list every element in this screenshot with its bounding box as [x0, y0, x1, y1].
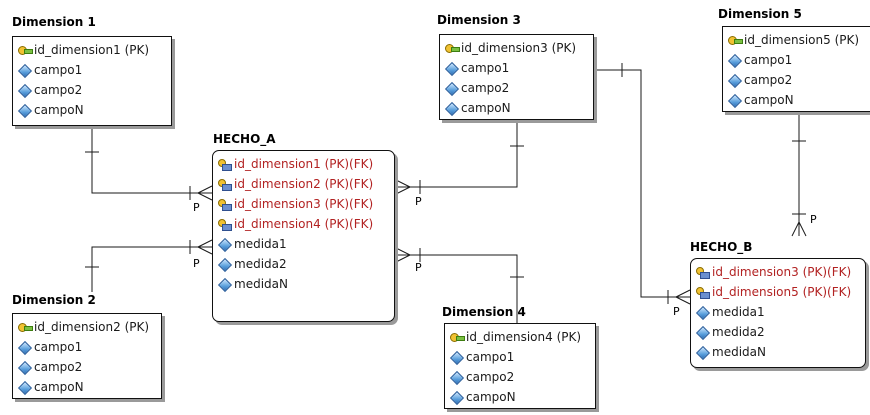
dimension1-row: campo1	[18, 60, 167, 80]
attribute-diamond-icon	[218, 278, 231, 291]
attribute-diamond-icon	[696, 306, 709, 319]
dimension1-row: campo2	[18, 80, 167, 100]
dimension5-row: campo2	[728, 70, 869, 90]
dimension5-row: id_dimension5 (PK)	[728, 30, 869, 50]
attribute-diamond-icon	[728, 74, 741, 87]
dimension4-row: id_dimension4 (PK)	[450, 327, 591, 347]
attribute-diamond-icon	[18, 341, 31, 354]
attribute-diamond-icon	[18, 381, 31, 394]
crowfoot-mark	[675, 289, 691, 298]
primary-key-icon	[18, 44, 33, 57]
hecho-a-row: id_dimension1 (PK)(FK)	[218, 154, 390, 174]
attribute-diamond-icon	[18, 84, 31, 97]
attribute-diamond-icon	[445, 102, 458, 115]
dimension4-row: campo2	[450, 367, 591, 387]
dimension1-title: Dimension 1	[12, 15, 96, 29]
relationship-p-label: P	[673, 305, 680, 318]
dimension2-entity[interactable]: id_dimension2 (PK) campo1 campo2 campoN	[12, 313, 162, 399]
primary-foreign-key-icon	[218, 218, 232, 231]
hecho-b-row: id_dimension3 (PK)(FK)	[696, 262, 861, 282]
dimension1-row: campoN	[18, 100, 167, 120]
hecho-b-title: HECHO_B	[690, 240, 753, 254]
crowfoot-mark	[798, 221, 807, 237]
hecho-b-entity[interactable]: id_dimension3 (PK)(FK) id_dimension5 (PK…	[690, 258, 866, 368]
hecho-a-row: id_dimension4 (PK)(FK)	[218, 214, 390, 234]
hecho-a-row: medida1	[218, 234, 390, 254]
dimension3-row: campo1	[445, 58, 589, 78]
attribute-diamond-icon	[696, 346, 709, 359]
attribute-diamond-icon	[218, 258, 231, 271]
dimension5-entity[interactable]: id_dimension5 (PK) campo1 campo2 campoN	[722, 26, 870, 112]
primary-foreign-key-icon	[696, 286, 710, 299]
crowfoot-mark	[395, 254, 411, 263]
dimension4-row: campo1	[450, 347, 591, 367]
dimension3-row: id_dimension3 (PK)	[445, 38, 589, 58]
attribute-diamond-icon	[18, 104, 31, 117]
dimension2-row: campoN	[18, 377, 157, 397]
relationship-line-dim1-hecho-a	[91, 126, 212, 194]
dimension3-title: Dimension 3	[437, 13, 521, 27]
hecho-a-entity[interactable]: id_dimension1 (PK)(FK) id_dimension2 (PK…	[212, 150, 395, 322]
hecho-b-row: medida1	[696, 302, 861, 322]
attribute-diamond-icon	[450, 391, 463, 404]
dimension1-entity[interactable]: id_dimension1 (PK) campo1 campo2 campoN	[12, 36, 172, 126]
dimension1-row: id_dimension1 (PK)	[18, 40, 167, 60]
attribute-diamond-icon	[696, 326, 709, 339]
hecho-b-row: id_dimension5 (PK)(FK)	[696, 282, 861, 302]
crowfoot-mark	[791, 221, 800, 237]
attribute-diamond-icon	[450, 371, 463, 384]
dimension2-row: campo1	[18, 337, 157, 357]
dimension3-entity[interactable]: id_dimension3 (PK) campo1 campo2 campoN	[439, 34, 594, 120]
relationship-line-dim3-hecho-a	[395, 120, 518, 188]
hecho-a-row: medidaN	[218, 274, 390, 294]
crowfoot-mark	[675, 296, 691, 305]
crowfoot-mark	[197, 246, 213, 255]
dimension5-row: campo1	[728, 50, 869, 70]
primary-foreign-key-icon	[218, 178, 232, 191]
attribute-diamond-icon	[450, 351, 463, 364]
relationship-line-dim3-hecho-b	[594, 69, 690, 298]
attribute-diamond-icon	[18, 361, 31, 374]
attribute-diamond-icon	[728, 54, 741, 67]
dimension2-title: Dimension 2	[12, 293, 96, 307]
attribute-diamond-icon	[18, 64, 31, 77]
dimension3-row: campo2	[445, 78, 589, 98]
attribute-diamond-icon	[445, 62, 458, 75]
crowfoot-mark	[395, 186, 411, 195]
hecho-b-row: medida2	[696, 322, 861, 342]
relationship-p-label: P	[810, 213, 817, 226]
crowfoot-mark	[395, 179, 411, 188]
primary-foreign-key-icon	[696, 266, 710, 279]
crowfoot-mark	[197, 185, 213, 194]
relationship-p-label: P	[193, 257, 200, 270]
relationship-p-label: P	[193, 201, 200, 214]
attribute-diamond-icon	[445, 82, 458, 95]
dimension4-row: campoN	[450, 387, 591, 407]
primary-key-icon	[18, 321, 33, 334]
hecho-a-title: HECHO_A	[213, 132, 276, 146]
dimension4-entity[interactable]: id_dimension4 (PK) campo1 campo2 campoN	[444, 323, 596, 409]
dimension2-row: id_dimension2 (PK)	[18, 317, 157, 337]
primary-key-icon	[445, 42, 460, 55]
hecho-b-row: medidaN	[696, 342, 861, 362]
primary-foreign-key-icon	[218, 198, 232, 211]
hecho-a-row: id_dimension2 (PK)(FK)	[218, 174, 390, 194]
primary-key-icon	[450, 331, 465, 344]
relationship-p-label: P	[415, 195, 422, 208]
crowfoot-mark	[197, 239, 213, 248]
primary-key-icon	[728, 34, 743, 47]
crowfoot-mark	[197, 192, 213, 201]
primary-foreign-key-icon	[218, 158, 232, 171]
attribute-diamond-icon	[218, 238, 231, 251]
dimension2-row: campo2	[18, 357, 157, 377]
attribute-diamond-icon	[728, 94, 741, 107]
dimension3-row: campoN	[445, 98, 589, 118]
dimension4-title: Dimension 4	[442, 305, 526, 319]
hecho-a-row: medida2	[218, 254, 390, 274]
dimension5-row: campoN	[728, 90, 869, 110]
crowfoot-mark	[395, 247, 411, 256]
hecho-a-row: id_dimension3 (PK)(FK)	[218, 194, 390, 214]
dimension5-title: Dimension 5	[718, 7, 802, 21]
relationship-p-label: P	[415, 261, 422, 274]
